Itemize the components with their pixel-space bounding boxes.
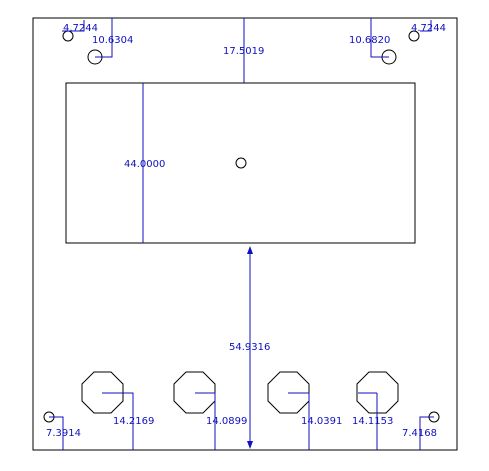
arrow-down <box>247 441 253 449</box>
dim-top-right-hole-offset: 10.6820 <box>349 35 390 46</box>
dim-top-left-hole-offset: 10.6304 <box>92 35 133 46</box>
arrow-up <box>247 246 253 254</box>
dimension-lines <box>49 18 434 450</box>
center-hole <box>235 157 247 169</box>
dim-rect-height: 44.0000 <box>124 159 165 170</box>
top-right-small-hole <box>408 30 420 42</box>
octagon-1 <box>81 371 124 414</box>
plate-outline <box>32 17 458 451</box>
dim-bottom-right-hole: 7.4168 <box>402 428 437 439</box>
dim-bottom-left-hole: 7.3914 <box>46 428 81 439</box>
dim-octagon-3: 14.0391 <box>301 416 342 427</box>
dim-octagon-4: 14.1153 <box>352 416 393 427</box>
dim-octagon-1: 14.2169 <box>113 416 154 427</box>
dim-top-left-small-hole: 4.7244 <box>63 23 98 34</box>
octagon-3 <box>267 371 310 414</box>
dim-top-right-small-hole: 4.7244 <box>411 23 446 34</box>
center-rectangle <box>65 82 416 244</box>
dim-center-vertical: 54.9316 <box>229 342 270 353</box>
dim-top-center-offset: 17.5019 <box>223 46 264 57</box>
octagon-2 <box>173 371 216 414</box>
dim-octagon-2: 14.0899 <box>206 416 247 427</box>
octagon-4 <box>356 371 399 414</box>
